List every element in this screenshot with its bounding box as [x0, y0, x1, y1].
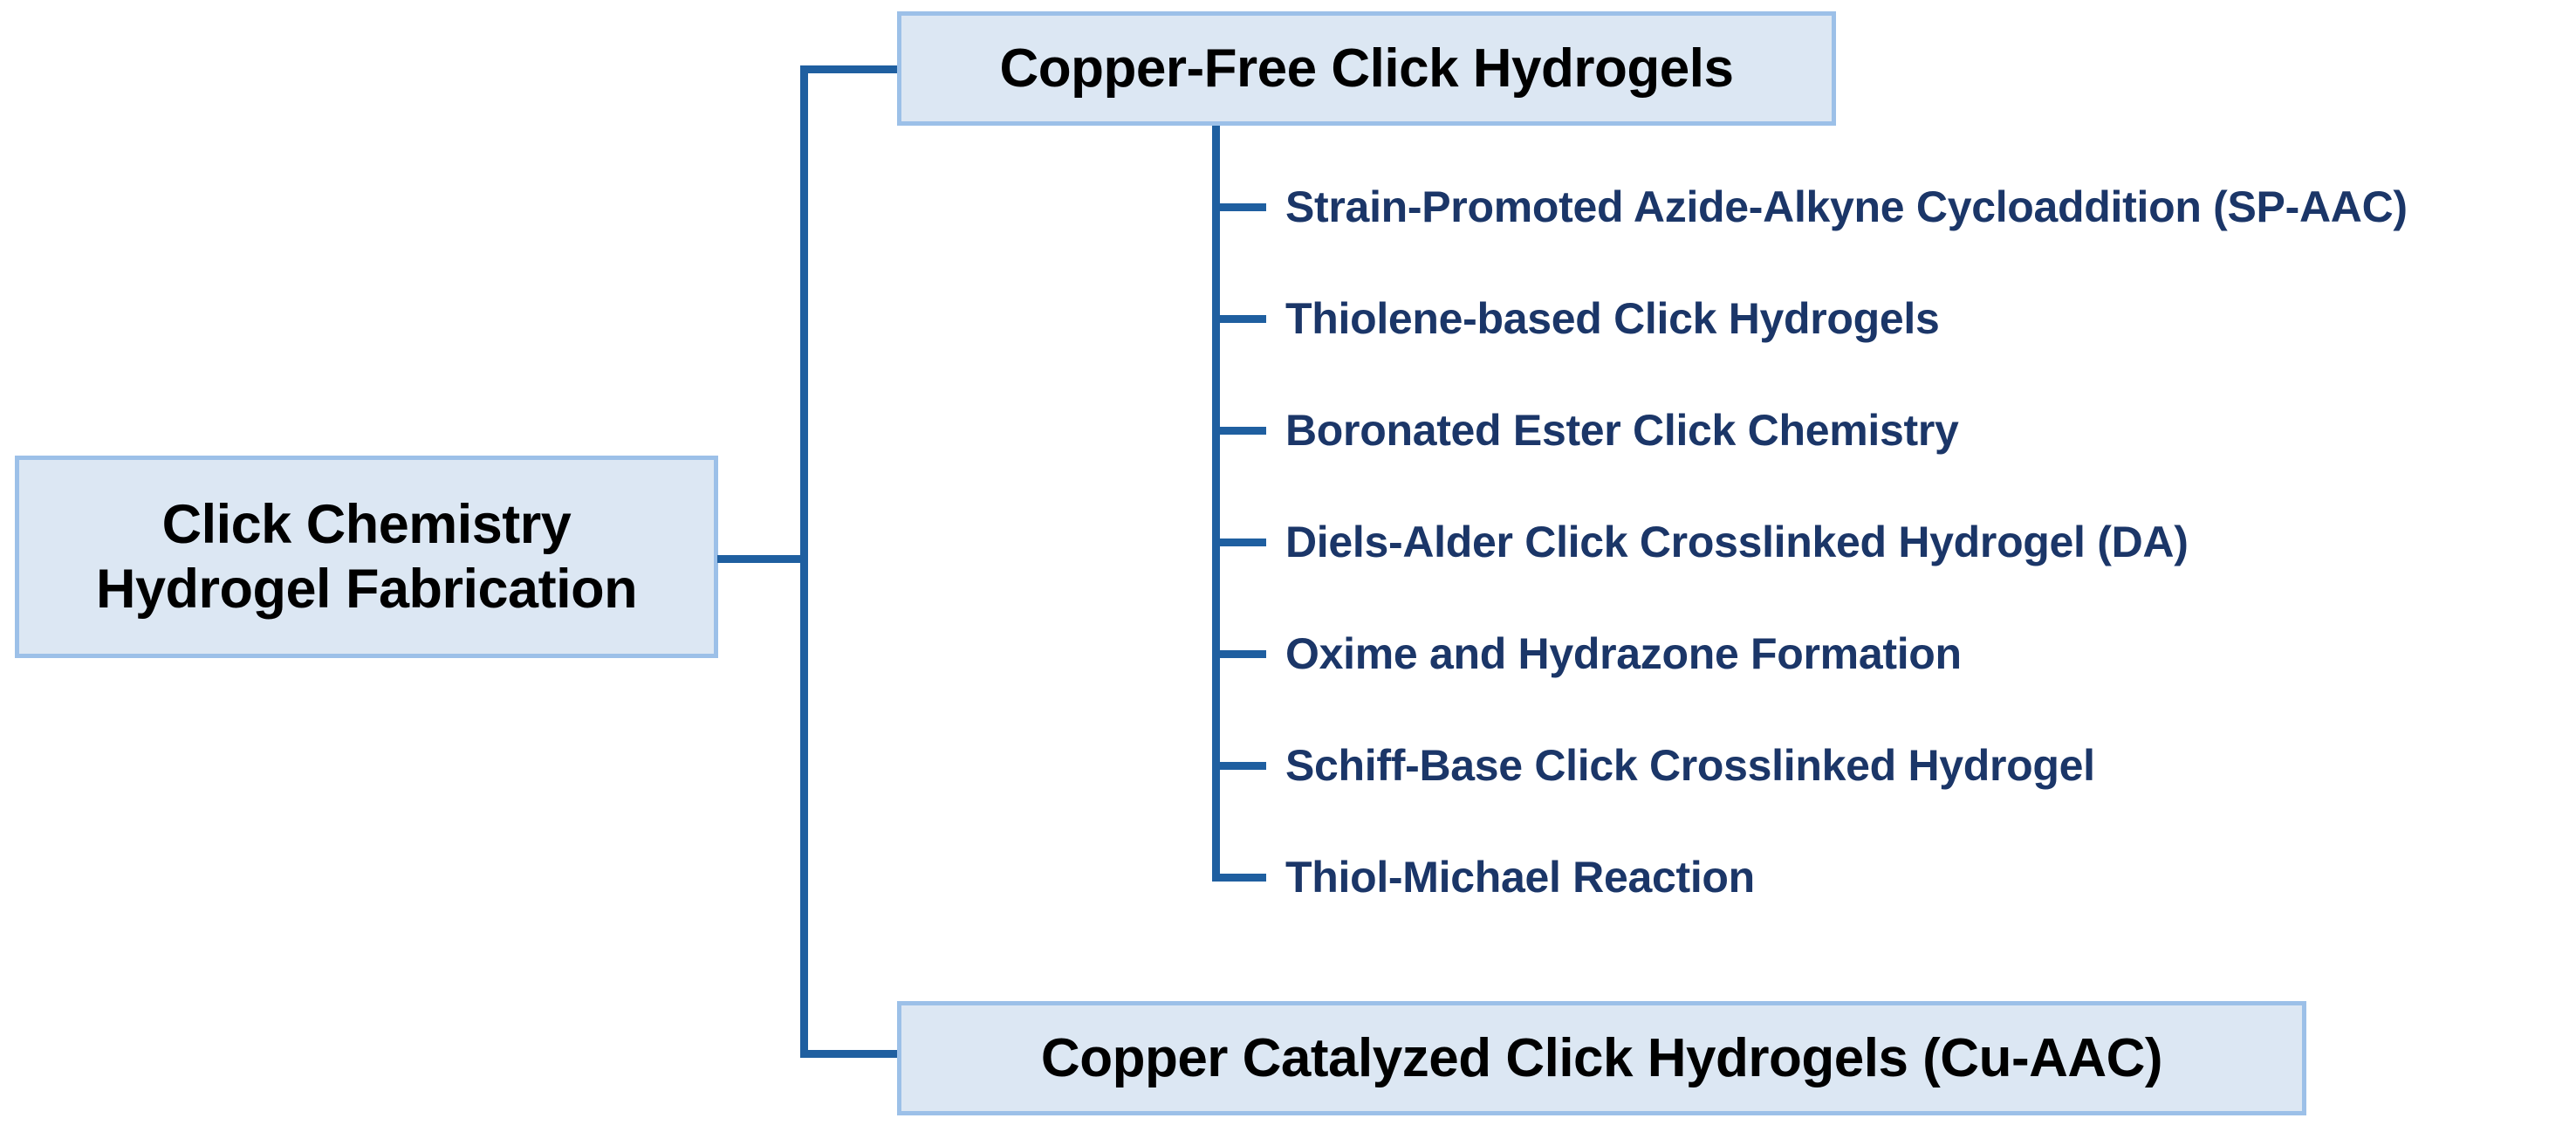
root-node-click-chemistry-hydrogel-fabrication[interactable]: Click Chemistry Hydrogel Fabrication — [15, 456, 718, 658]
connector-trunk-to-copper-catalyzed — [800, 1050, 901, 1058]
connector-root-to-trunk — [717, 555, 808, 563]
leaf-tick-2 — [1212, 315, 1266, 323]
connector-trunk-to-copper-free — [800, 65, 901, 73]
leaf-item-4-label: Diels-Alder Click Crosslinked Hydrogel (… — [1285, 518, 2189, 566]
leaf-tick-5 — [1212, 650, 1266, 658]
leaf-tick-7 — [1212, 874, 1266, 882]
leaf-item-6-label: Schiff-Base Click Crosslinked Hydrogel — [1285, 741, 2095, 790]
root-node-label: Click Chemistry Hydrogel Fabrication — [95, 493, 638, 620]
leaf-item-3-label: Boronated Ester Click Chemistry — [1285, 406, 1959, 455]
leaf-tick-4 — [1212, 539, 1266, 546]
leaf-item-1-label: Strain-Promoted Azide-Alkyne Cycloadditi… — [1285, 182, 2408, 231]
leaf-tick-6 — [1212, 762, 1266, 770]
branch-node-copper-free-click-hydrogels[interactable]: Copper-Free Click Hydrogels — [897, 11, 1836, 126]
leaf-item-5-label: Oxime and Hydrazone Formation — [1285, 629, 1962, 678]
branch-node-copper-catalyzed-click-hydrogels[interactable]: Copper Catalyzed Click Hydrogels (Cu-AAC… — [897, 1001, 2306, 1115]
leaf-item-7-label: Thiol-Michael Reaction — [1285, 853, 1755, 902]
connector-trunk-vertical — [800, 65, 808, 1058]
leaf-item-2-label: Thiolene-based Click Hydrogels — [1285, 294, 1940, 343]
connector-copper-free-drop — [1212, 126, 1220, 210]
branch-node-copper-catalyzed-label: Copper Catalyzed Click Hydrogels (Cu-AAC… — [1040, 1027, 2163, 1088]
leaf-tick-3 — [1212, 427, 1266, 435]
leaf-tick-1 — [1212, 203, 1266, 211]
branch-node-copper-free-label: Copper-Free Click Hydrogels — [999, 38, 1734, 99]
